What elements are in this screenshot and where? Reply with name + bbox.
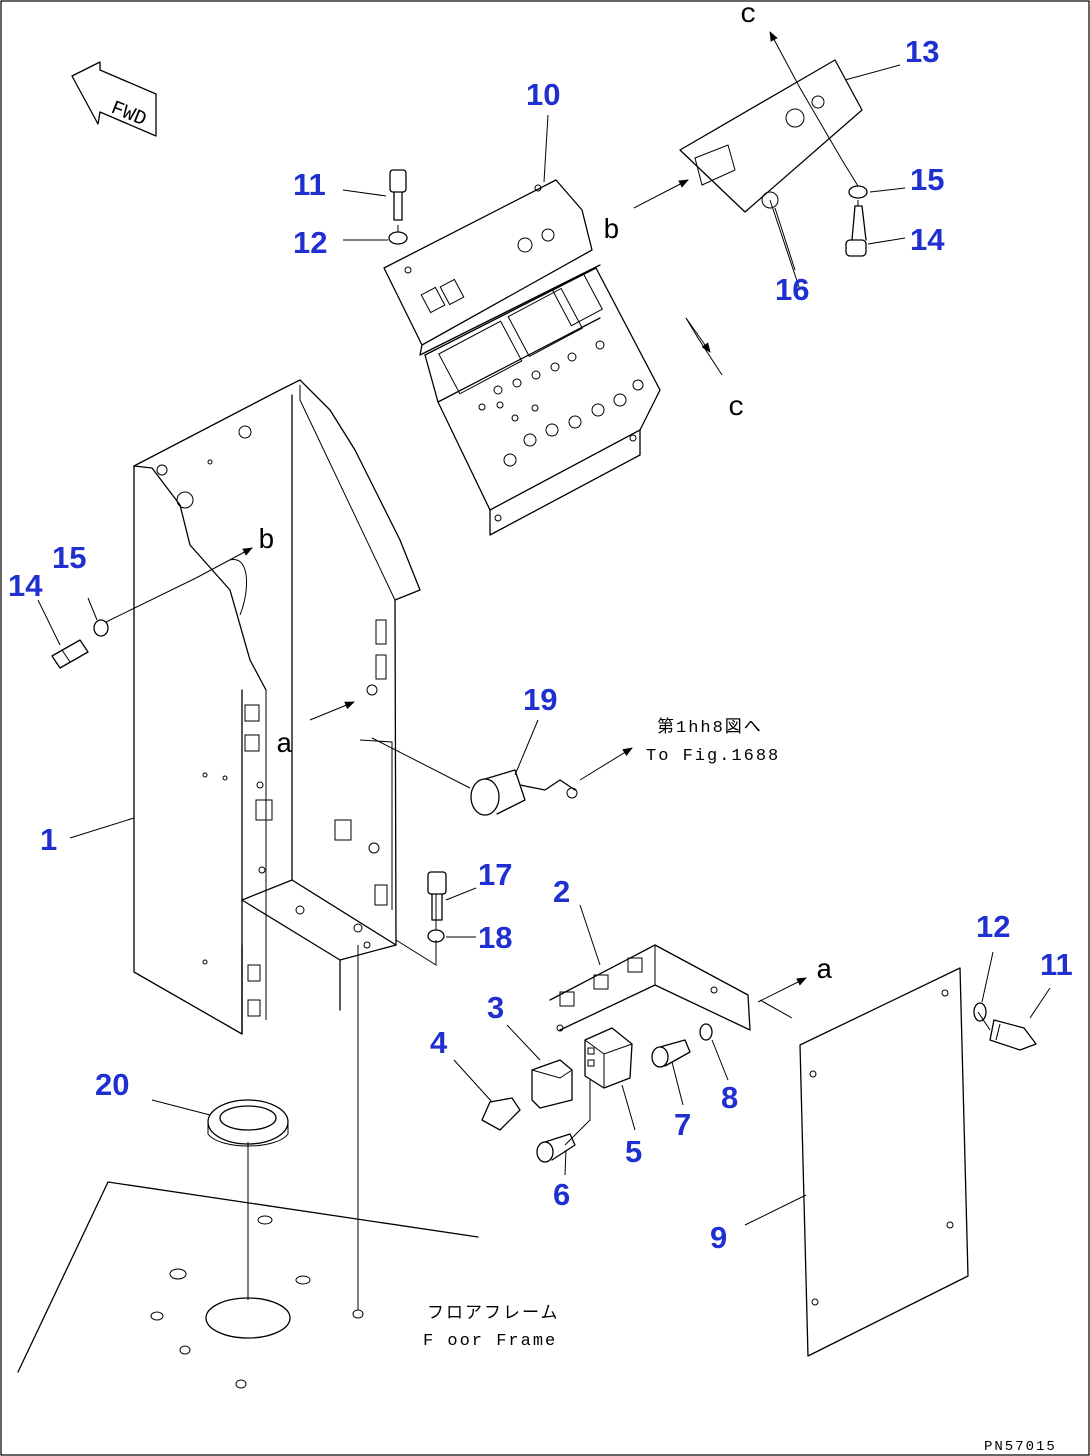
- callout-15-right: 15: [910, 162, 944, 197]
- bracket-2: [549, 944, 751, 1032]
- callout-12-upper: 12: [293, 225, 327, 260]
- ref-c-upper: c: [740, 0, 757, 31]
- assembly-lines: [105, 87, 991, 1310]
- console-box: [133, 379, 421, 1035]
- floor-frame-note-jp: フロアフレーム: [427, 1304, 560, 1324]
- callout-15-left: 15: [52, 540, 86, 575]
- callout-11-right: 11: [1040, 947, 1073, 982]
- cover-plate-9: [799, 967, 969, 1357]
- callout-20: 20: [95, 1067, 129, 1102]
- bolt-11-upper: [389, 169, 407, 221]
- callout-11-upper: 11: [293, 167, 326, 202]
- ref-b-console: b: [258, 526, 275, 557]
- callout-2: 2: [553, 874, 570, 909]
- fuse-6: [536, 1133, 576, 1163]
- bolt-14-right: [845, 205, 867, 257]
- callout-4: 4: [430, 1025, 448, 1060]
- callout-numbers: 1 2 3 4 5 6 7 8 9 10 11 11 12 12 13 14 1…: [8, 34, 1073, 1255]
- grommet-20: [207, 1099, 289, 1147]
- washer-8: [699, 1023, 713, 1041]
- callout-8: 8: [721, 1080, 738, 1115]
- callout-17: 17: [478, 857, 512, 892]
- part-7: [651, 1039, 691, 1068]
- switch-19: [470, 769, 578, 816]
- ref-c-lower: c: [728, 393, 745, 424]
- washer-15-right: [848, 185, 868, 199]
- reference-arrows: [195, 31, 807, 1003]
- callout-12-right: 12: [976, 909, 1010, 944]
- callout-9: 9: [710, 1220, 727, 1255]
- washer-12-upper: [388, 231, 408, 245]
- callout-10: 10: [526, 77, 560, 112]
- cap-4: [481, 1097, 521, 1131]
- callout-5: 5: [625, 1134, 642, 1169]
- callout-13: 13: [905, 34, 939, 69]
- callout-3: 3: [487, 990, 504, 1025]
- callout-19: 19: [523, 682, 557, 717]
- fuse-block-5: [584, 1027, 633, 1089]
- bolt-11-right: [989, 1019, 1037, 1051]
- relay-3: [531, 1059, 573, 1109]
- bolt-14-left: [51, 639, 89, 669]
- fwd-arrow-icon: FWD: [71, 61, 157, 137]
- to-fig-note-en: To Fig.1688: [646, 747, 780, 766]
- reference-letters: a a b b c c: [258, 0, 833, 987]
- ref-b-bracket: b: [603, 216, 620, 247]
- ref-a-console: a: [276, 730, 293, 761]
- callout-16: 16: [775, 272, 809, 307]
- notes: 第1hh8図へ To Fig.1688 フロアフレーム F oor Frame …: [423, 717, 1057, 1455]
- drawing-code: PN57015: [984, 1439, 1057, 1455]
- floor-frame-note-en: F oor Frame: [423, 1332, 557, 1351]
- ref-a-bracket: a: [816, 956, 833, 987]
- to-fig-note-jp: 第1hh8図へ: [657, 717, 763, 738]
- fwd-label: FWD: [107, 97, 149, 132]
- callout-7: 7: [674, 1107, 691, 1142]
- callout-14-left: 14: [8, 568, 43, 603]
- callout-18: 18: [478, 920, 512, 955]
- bracket-13: [679, 59, 863, 213]
- washer-12-right: [973, 1002, 987, 1022]
- callout-1: 1: [40, 822, 57, 857]
- leader-lines: [37, 64, 1051, 1226]
- washer-15-left: [93, 619, 109, 637]
- panel-10: [383, 179, 661, 536]
- callout-14-right: 14: [910, 222, 945, 257]
- bolt-17: [427, 871, 447, 921]
- callout-6: 6: [553, 1177, 570, 1212]
